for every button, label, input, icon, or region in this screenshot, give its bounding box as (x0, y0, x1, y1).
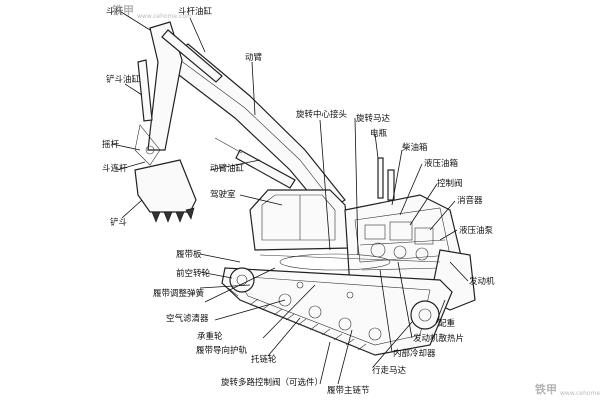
label-dian-ping: 电瓶 (370, 128, 388, 139)
label-pei-zhong: 配重 (438, 318, 456, 329)
label-xuan-zhuan-duo-lu-kong-zhi-fa: 旋转多路控制阀（可选件） (221, 377, 323, 388)
label-cheng-zhong-lun: 承重轮 (197, 331, 223, 342)
watermark-brand-top: 铁甲 (112, 3, 134, 17)
label-dong-bi: 动臂 (245, 52, 263, 63)
label-lv-dai-dao-xiang-hu-gui: 履带导向护轨 (196, 345, 248, 356)
label-fa-dong-ji: 发动机 (469, 276, 495, 287)
watermark-site-bottom: www.cehome.com (560, 390, 600, 397)
label-lv-dai-zhu-lian-jie: 履带主链节 (327, 385, 370, 396)
label-lv-dai-tiao-zheng-tan-huang: 履带调整弹簧 (153, 288, 205, 299)
label-xuan-zhuan-ma-da: 旋转马达 (356, 113, 391, 124)
label-xing-zou-ma-da: 行走马达 (372, 365, 407, 376)
label-xuan-zhuan-zhong-xin-jie-tou: 旋转中心接头 (296, 109, 348, 120)
label-jia-shi-shi: 驾驶室 (210, 189, 236, 200)
watermark-brand-bottom: 铁甲 (535, 382, 557, 396)
label-qian-kong-zhuan-lun: 前空转轮 (176, 268, 211, 279)
excavator-illustration (134, 21, 476, 356)
label-dou-gan-you-gang: 斗杆油缸 (178, 6, 213, 17)
label-ye-ya-you-beng: 液压油泵 (459, 225, 494, 236)
watermark-bottom: 铁甲 www.cehome.com (535, 382, 600, 397)
label-dou-gan: 斗杆 (106, 6, 124, 17)
label-chan-dou: 铲斗 (110, 217, 128, 228)
part-labels: 斗杆 斗杆油缸 动臂 铲斗油缸 旋转中心接头 旋转马达 电瓶 摇杆 柴油箱 液压… (102, 6, 495, 396)
watermark-top: 铁甲 www.cehome.com (112, 3, 192, 20)
label-dong-bi-you-gang: 动臂油缸 (210, 163, 245, 174)
label-lv-dai-ban: 履带板 (176, 249, 202, 260)
label-tuo-lian-lun: 托链轮 (251, 354, 277, 365)
label-nei-bu-leng-que-qi: 内部冷却器 (393, 348, 436, 359)
label-dou-lian-gan: 斗连杆 (102, 163, 128, 174)
label-xiao-yin-qi: 消音器 (457, 195, 483, 206)
label-kong-zhi-fa: 控制阀 (437, 178, 463, 189)
label-kong-qi-lv-qing-qi: 空气滤清器 (166, 313, 209, 324)
leader-lines (111, 9, 469, 385)
label-chan-dou-you-gang: 铲斗油缸 (106, 74, 141, 85)
label-chai-you-xiang: 柴油箱 (402, 142, 428, 153)
label-yao-gan: 摇杆 (102, 139, 120, 150)
label-fa-dong-ji-san-re-pian: 发动机散热片 (413, 333, 464, 344)
watermark-site-top: www.cehome.com (137, 13, 192, 20)
label-ye-ya-you-xiang: 液压油箱 (424, 158, 459, 169)
